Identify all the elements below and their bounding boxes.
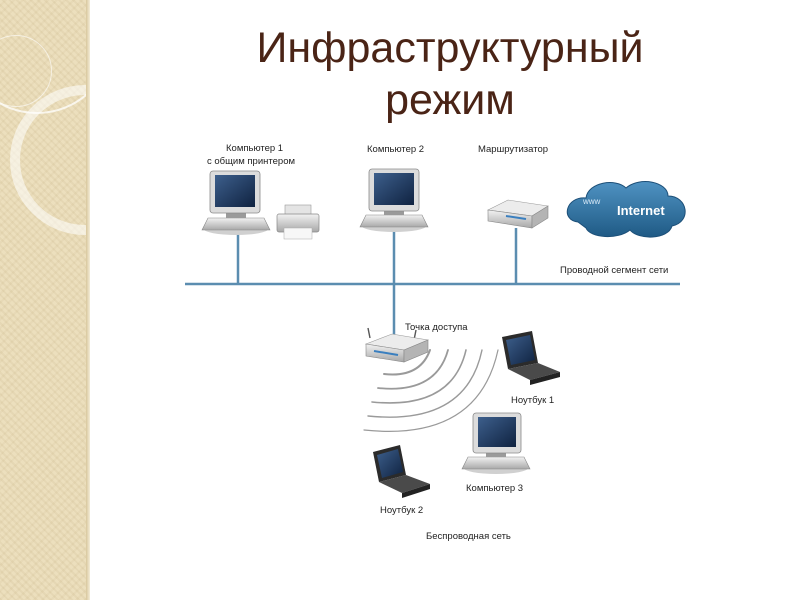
access-point-icon — [364, 327, 430, 363]
internet-small-label: www — [582, 197, 601, 206]
printer-icon — [276, 204, 320, 240]
wireless-waves — [363, 349, 499, 432]
computer3-icon — [461, 412, 531, 474]
wired-segment-label: Проводной сегмент сети — [560, 265, 668, 276]
access-point-label: Точка доступа — [405, 322, 468, 333]
internet-label: Internet — [617, 203, 665, 218]
wired-network-lines — [185, 228, 680, 336]
router-icon — [486, 199, 549, 229]
slide-title-line-2: режим — [385, 76, 515, 124]
slide-title: Инфраструктурный режим — [150, 22, 750, 126]
router-label: Маршрутизатор — [478, 144, 548, 155]
slide-title-line-1: Инфраструктурный — [256, 24, 644, 72]
decorative-sidebar — [0, 0, 86, 600]
sidebar-edge — [86, 0, 90, 600]
computer1-label-line2: с общим принтером — [207, 156, 295, 167]
laptop2-icon — [373, 445, 430, 498]
computer2-icon — [359, 168, 429, 232]
internet-cloud-icon — [566, 181, 686, 238]
computer1-icon — [201, 170, 271, 235]
laptop2-label: Ноутбук 2 — [380, 505, 423, 516]
wireless-network-label: Беспроводная сеть — [426, 531, 511, 542]
laptop1-label: Ноутбук 1 — [511, 395, 554, 406]
computer3-label: Компьютер 3 — [466, 483, 523, 494]
computer1-label-line1: Компьютер 1 — [226, 143, 283, 154]
computer2-label: Компьютер 2 — [367, 144, 424, 155]
laptop1-icon — [502, 331, 560, 385]
